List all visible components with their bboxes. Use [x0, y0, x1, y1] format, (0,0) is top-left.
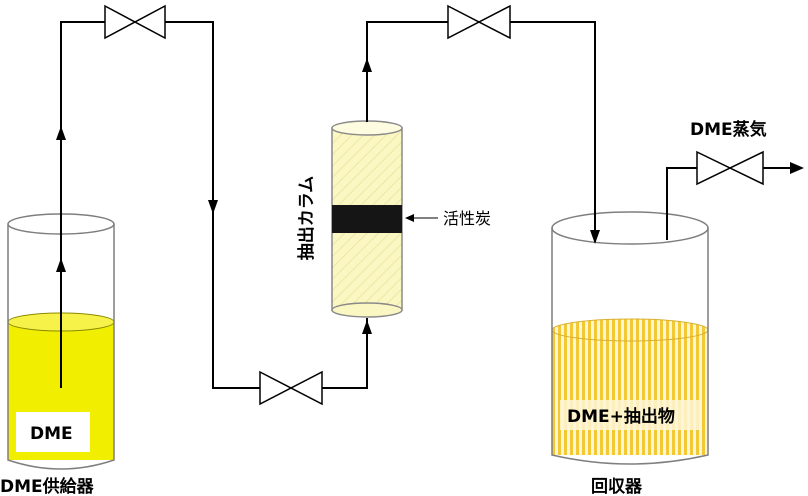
supply-tank-wall — [7, 224, 115, 470]
flow-arrows — [56, 58, 804, 334]
pipe-column-out — [366, 21, 448, 122]
extraction-column — [331, 120, 403, 318]
supply-liquid-label: DME — [30, 424, 73, 444]
supply-tank-caption: DME供給器 — [0, 476, 95, 496]
pipe-into-column — [322, 318, 368, 389]
valve-icon — [259, 370, 323, 406]
collector-rim — [551, 211, 709, 245]
valve-icon — [104, 4, 166, 40]
arrow-up-icon — [362, 320, 372, 334]
collector-tank — [551, 211, 709, 465]
collector-liquid — [552, 330, 708, 455]
pipe-to-collector — [510, 21, 596, 242]
arrow-left-icon — [405, 214, 414, 222]
arrow-up-icon — [56, 258, 66, 272]
column-top — [331, 120, 403, 136]
arrow-down-icon — [208, 200, 218, 214]
arrow-down-icon — [590, 230, 600, 244]
valves — [104, 4, 764, 406]
activated-carbon-band — [332, 205, 402, 233]
arrow-right-icon — [790, 162, 804, 174]
dme-vapor-label: DME蒸気 — [690, 119, 767, 140]
collector-liquid-surface — [551, 318, 709, 342]
carbon-pointer — [405, 214, 438, 222]
dme-label-box — [16, 412, 90, 452]
collector-label-box — [560, 400, 700, 430]
arrow-up-icon — [362, 58, 372, 72]
valve-icon — [696, 150, 764, 186]
collector-liquid-label: DME+抽出物 — [567, 406, 675, 427]
column-label: 抽出カラム — [296, 176, 317, 261]
collector-wall — [551, 228, 709, 465]
column-bottom — [331, 302, 403, 318]
activated-carbon-label: 活性炭 — [443, 209, 491, 228]
valve-icon — [447, 4, 511, 40]
pipe-vapor-out — [666, 167, 697, 240]
arrow-up-icon — [56, 126, 66, 140]
collector-caption: 回収器 — [591, 477, 643, 496]
